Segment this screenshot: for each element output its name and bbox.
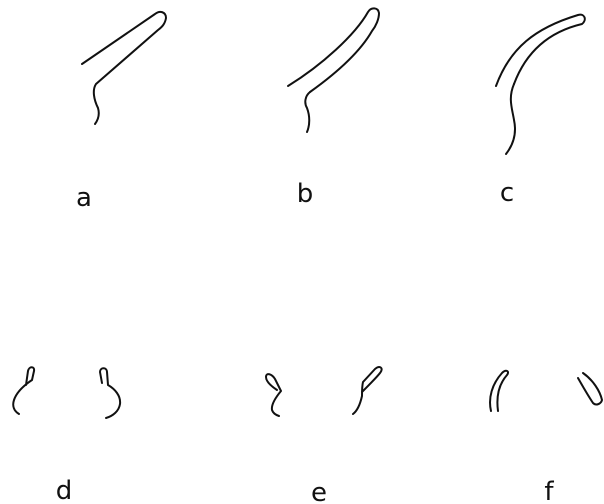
- panel-c-label: c: [500, 178, 514, 208]
- panel-b: [287, 7, 380, 133]
- panel-e: [265, 366, 383, 417]
- panel-c: [495, 13, 586, 155]
- panel-c-outer-outline: [495, 13, 586, 87]
- panel-d-label: d: [56, 476, 73, 504]
- panel-b-lower-outline: [304, 91, 311, 133]
- panel-a-label: a: [76, 183, 92, 213]
- panel-f-left-form: [489, 369, 510, 412]
- panel-c-inner-outline: [505, 83, 516, 155]
- panel-d-left-form: [12, 366, 36, 415]
- panel-b-label: b: [297, 179, 314, 209]
- panel-a-upper-outline: [81, 10, 167, 125]
- panel-e-left-form: [265, 373, 282, 417]
- panel-e-label: e: [311, 478, 327, 504]
- panel-e-right-form: [352, 366, 383, 415]
- panel-b-upper-outline: [287, 7, 380, 93]
- panel-f-right-form: [577, 372, 603, 406]
- panel-f: [489, 369, 603, 412]
- panel-d: [12, 366, 122, 419]
- panel-d-right-form: [99, 367, 122, 419]
- panel-f-label: f: [544, 477, 554, 504]
- panel-a: [81, 10, 167, 125]
